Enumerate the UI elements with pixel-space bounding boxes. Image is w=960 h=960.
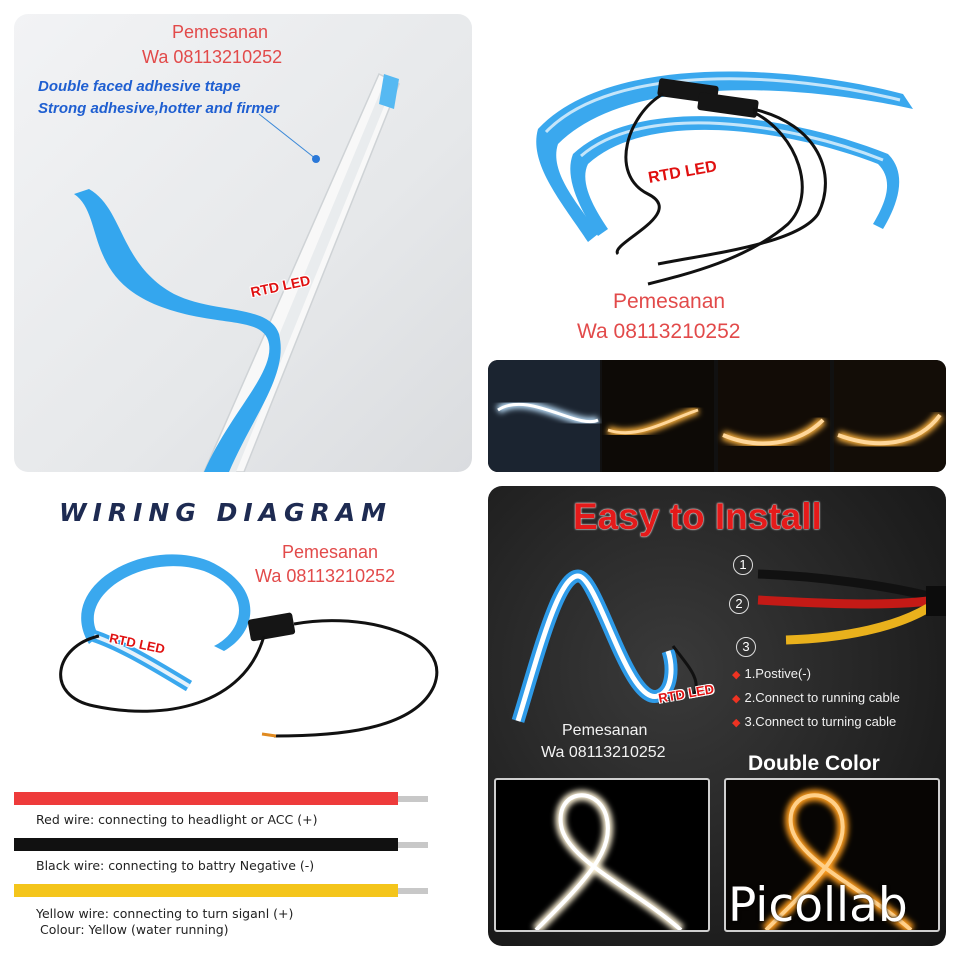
red-wire-swatch <box>14 792 398 805</box>
step-3-badge: 3 <box>736 637 756 657</box>
red-wire-label: Red wire: connecting to headlight or ACC… <box>36 812 318 827</box>
step-2-badge: 2 <box>729 594 749 614</box>
lit-strip-sequence-photo <box>488 360 946 472</box>
white-light-frame <box>494 778 710 932</box>
picollab-watermark: Picollab <box>728 878 908 933</box>
tape-caption-line1: Double faced adhesive ttape <box>38 78 241 95</box>
contact-label: Pemesanan <box>613 290 726 313</box>
contact-phone: Wa 08113210252 <box>142 47 283 67</box>
contact-label: Pemesanan <box>172 22 269 42</box>
wiring-diagram-panel: WIRING DIAGRAM Pemesanan Wa 08113210252 … <box>14 486 472 946</box>
amber-light-frame <box>724 778 940 932</box>
black-wire-swatch <box>14 838 398 851</box>
contact-phone: Wa 08113210252 <box>577 320 741 343</box>
black-wire-label: Black wire: connecting to battry Negativ… <box>36 858 315 873</box>
step-1-text: ◆1.Postive(-) <box>732 666 811 681</box>
yellow-wire-swatch <box>14 884 398 897</box>
contact-label: Pemesanan <box>282 542 379 562</box>
colour-note: Colour: Yellow (water running) <box>40 922 229 937</box>
contact-label: Pemesanan <box>562 722 648 739</box>
install-wires-photo <box>511 569 946 723</box>
double-color-label: Double Color <box>748 752 880 775</box>
step-dot-icon: ◆ <box>732 717 741 729</box>
contact-phone: Wa 08113210252 <box>541 744 666 761</box>
yellow-wire-tip <box>398 888 428 894</box>
tape-caption-line2: Strong adhesive,hotter and firmer <box>38 100 279 117</box>
easy-install-panel: Easy to Install 1 2 3 ◆1.Postive(-) ◆2.C… <box>488 486 946 946</box>
step-1-badge: 1 <box>733 555 753 575</box>
white-led-loop-photo <box>532 790 685 930</box>
wiring-product-photo <box>59 554 439 738</box>
product-photo-panel: RTD LED Pemesanan Wa 08113210252 <box>488 14 946 354</box>
led-strip-tape-photo <box>74 72 400 472</box>
install-title: Easy to Install <box>573 496 822 537</box>
contact-phone: Wa 08113210252 <box>255 566 396 586</box>
adhesive-tape-panel: Pemesanan Wa 08113210252 Double faced ad… <box>14 14 472 472</box>
lit-sequence-panel <box>488 360 946 472</box>
wiring-diagram-title: WIRING DIAGRAM <box>59 498 392 527</box>
amber-led-loop-photo <box>762 789 915 930</box>
step-dot-icon: ◆ <box>732 669 741 681</box>
step-dot-icon: ◆ <box>732 693 741 705</box>
yellow-wire-label: Yellow wire: connecting to turn siganl (… <box>36 906 294 921</box>
black-wire-tip <box>398 842 428 848</box>
red-wire-tip <box>398 796 428 802</box>
led-strip-product-photo <box>536 71 913 286</box>
step-3-text: ◆3.Connect to turning cable <box>732 714 897 729</box>
step-2-text: ◆2.Connect to running cable <box>732 690 900 705</box>
